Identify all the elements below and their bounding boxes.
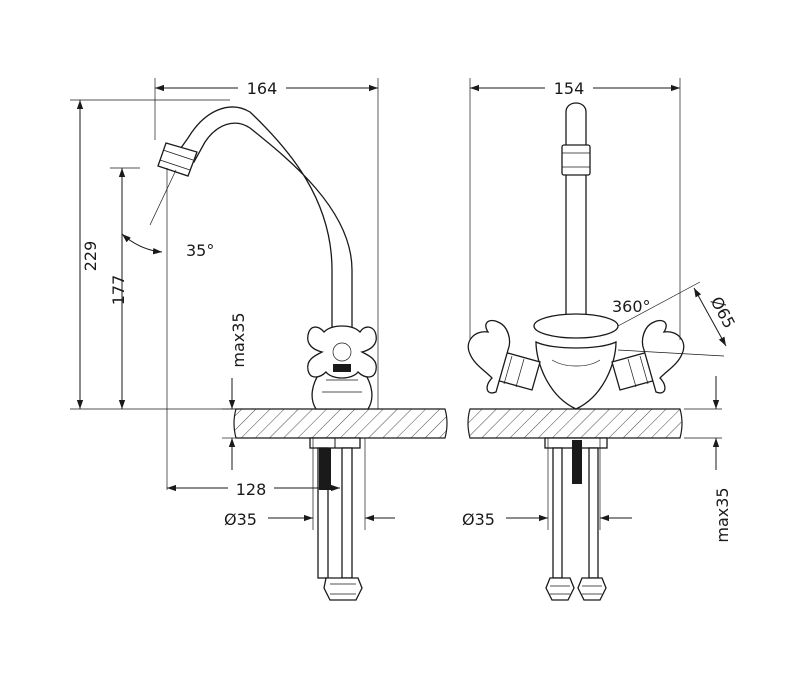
dim-label-360: 360° <box>612 297 651 316</box>
dim-label-154: 154 <box>554 79 585 98</box>
dimension-diameter-side: Ø35 <box>224 438 395 530</box>
dim-label-35-degrees: 35° <box>186 241 214 260</box>
faucet-body-side <box>311 371 373 410</box>
dimension-diameter-front: Ø35 <box>462 438 632 530</box>
right-handle-front <box>611 319 685 394</box>
dim-label-164: 164 <box>247 79 278 98</box>
spout-side <box>157 106 353 336</box>
dim-label-diameter-front: Ø35 <box>462 510 495 529</box>
dimension-128: 128 <box>167 478 340 499</box>
dimension-max35-side: max35 <box>222 312 248 470</box>
dimension-angle-35: 35° <box>121 168 214 490</box>
dim-label-diameter-side: Ø35 <box>224 510 257 529</box>
front-view: 154 360° Ø65 max35 Ø35 <box>462 76 739 601</box>
countertop-front <box>467 408 683 439</box>
spout-front <box>561 102 591 321</box>
dimension-360: 360° <box>612 297 651 316</box>
cross-handle-side <box>307 325 377 379</box>
dim-label-128: 128 <box>236 480 267 499</box>
dim-label-max35-side: max35 <box>229 312 248 367</box>
dimension-max35-front: max35 <box>684 376 732 543</box>
supply-hose-side <box>309 437 363 601</box>
supply-hoses-front <box>544 437 608 601</box>
dim-label-diameter-65: Ø65 <box>707 293 739 331</box>
faucet-body-front <box>533 313 619 410</box>
side-view: 164 229 177 35° max35 <box>70 76 448 601</box>
dim-label-229: 229 <box>81 241 100 272</box>
dim-label-max35-front: max35 <box>713 487 732 542</box>
dimension-154: 154 <box>469 76 681 340</box>
left-handle-front <box>467 319 541 394</box>
countertop-side <box>233 408 448 439</box>
dimension-164: 164 <box>154 76 379 409</box>
dimension-177: 177 <box>109 167 140 409</box>
dimension-229: 229 <box>70 99 236 410</box>
dim-label-177: 177 <box>109 275 128 306</box>
